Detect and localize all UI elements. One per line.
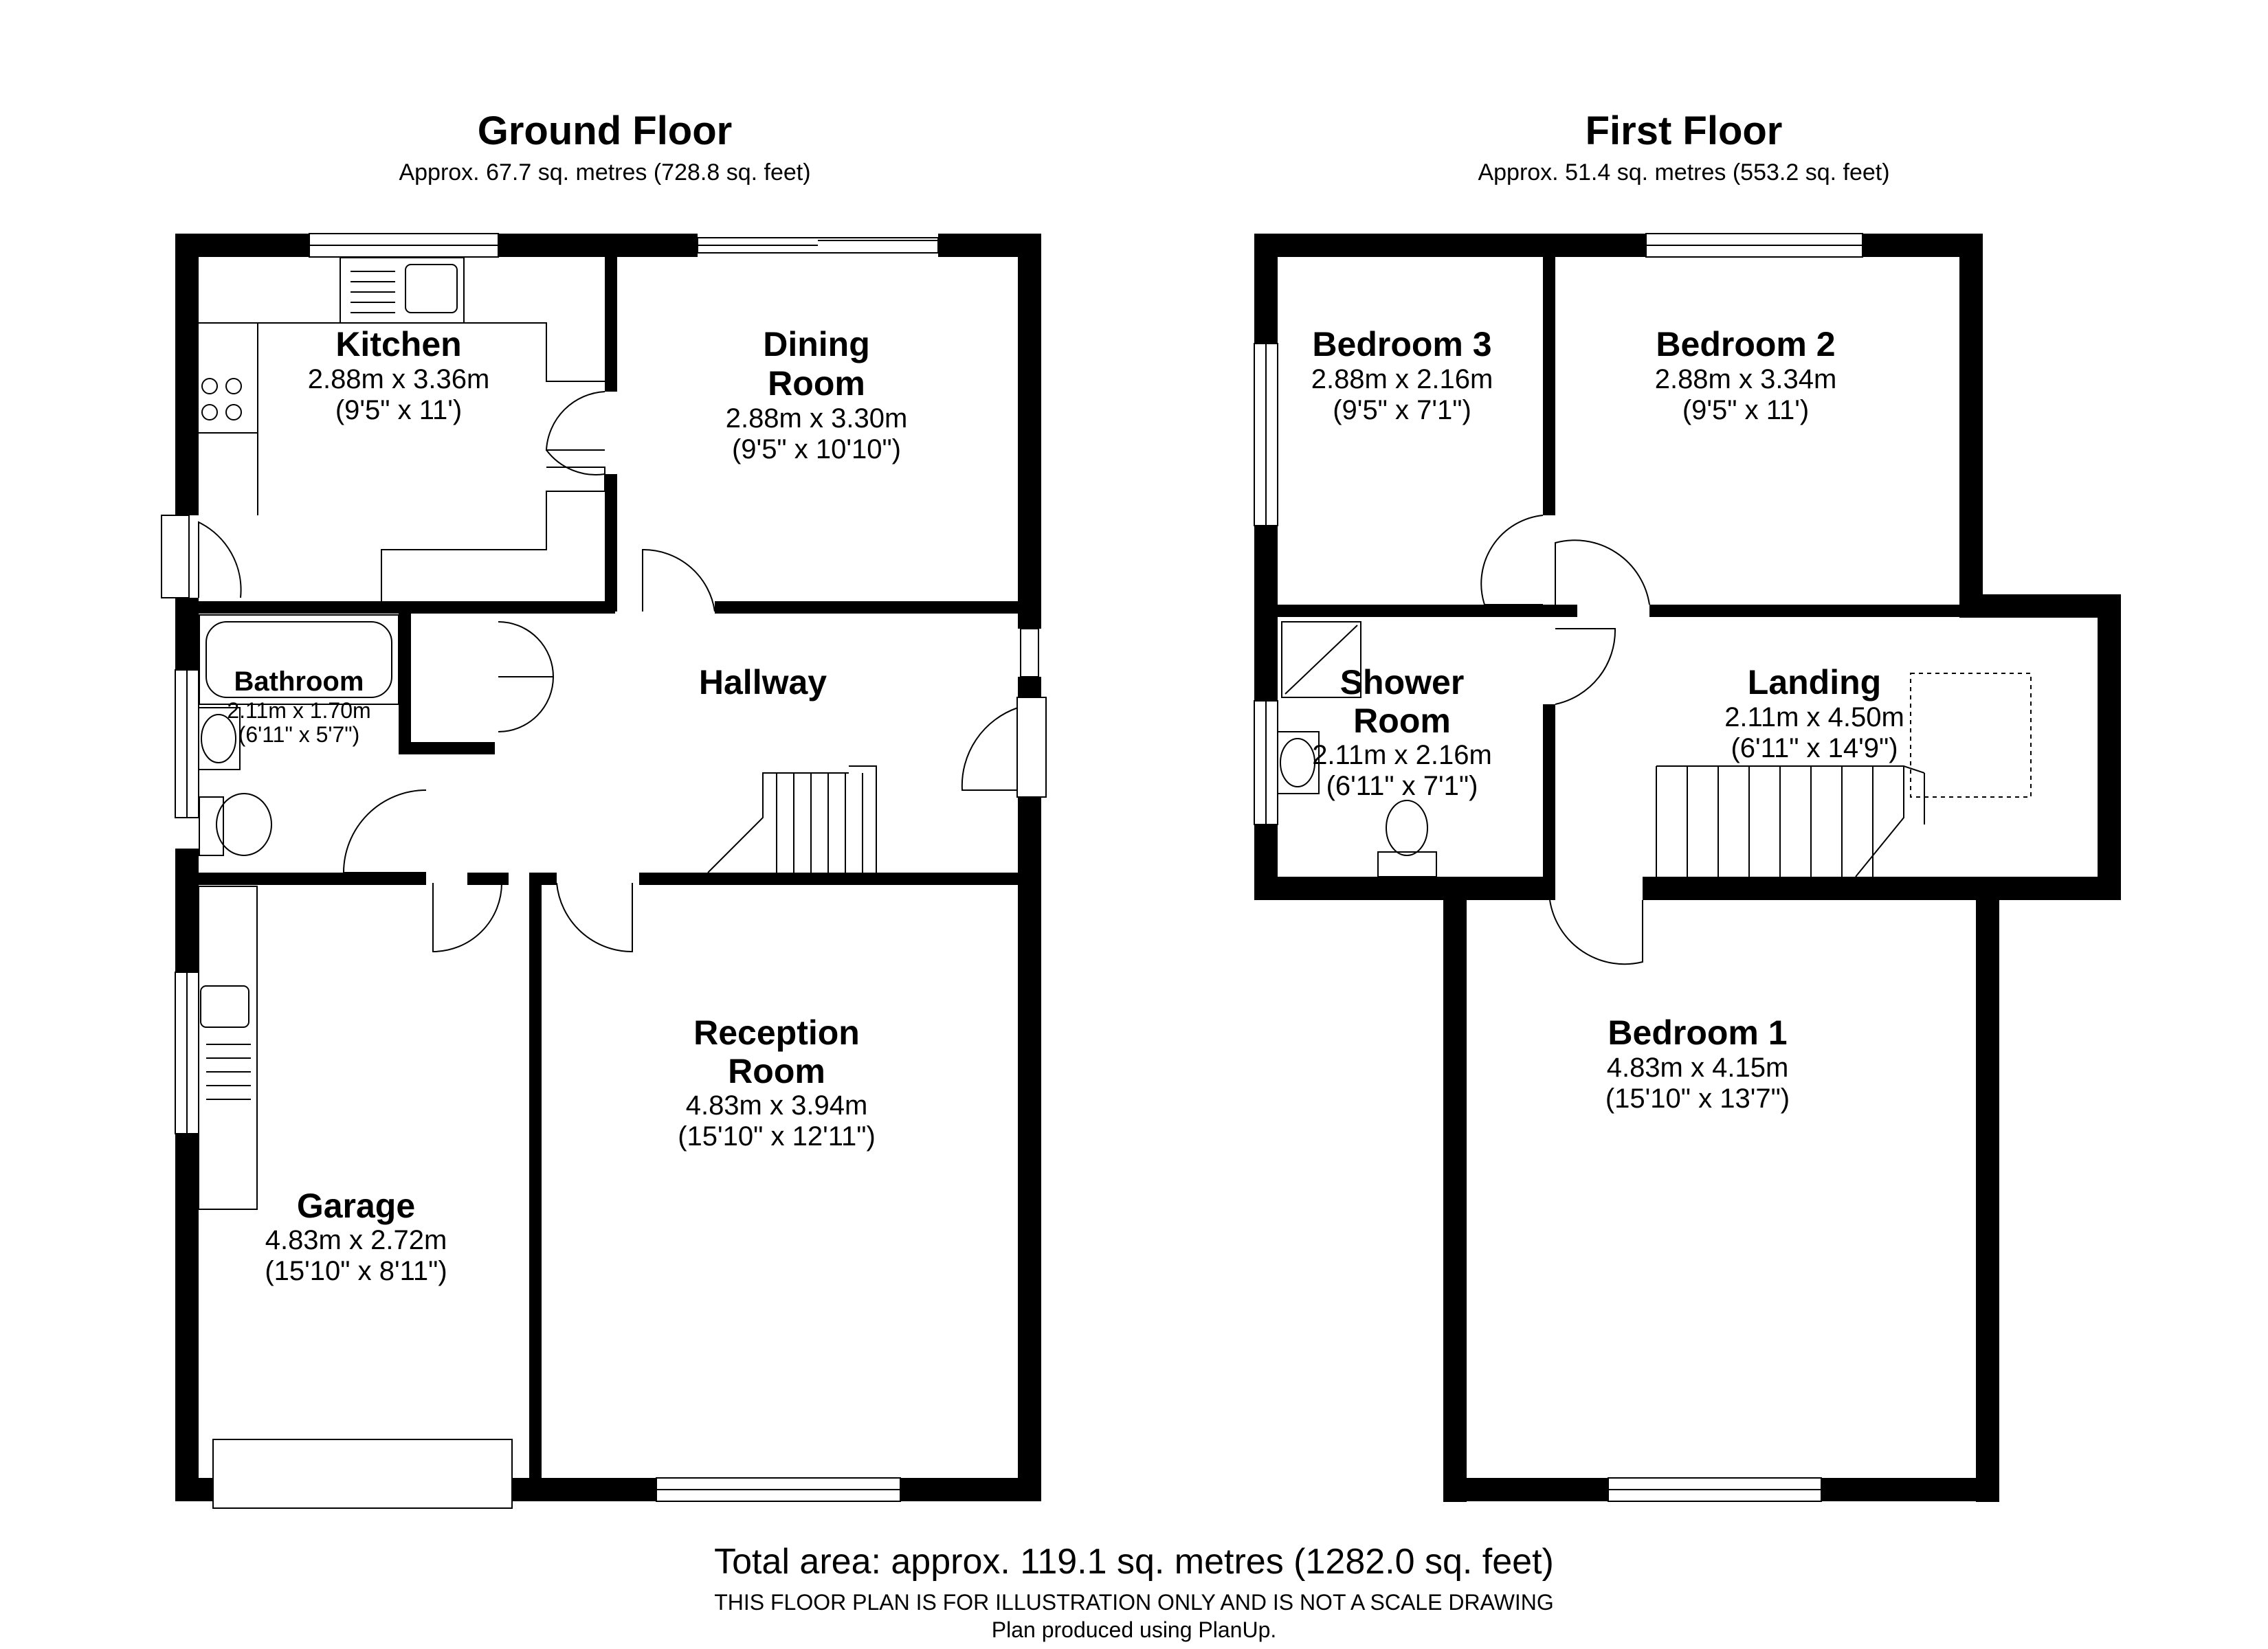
garage-metric: 4.83m x 2.72m: [265, 1225, 447, 1255]
ground-floor-walls: [175, 234, 1041, 1501]
ground-floor-area: Approx. 67.7 sq. metres (728.8 sq. feet): [399, 159, 810, 186]
bedroom2-imperial: (9'5" x 11'): [1682, 395, 1809, 425]
shower-name-1: Shower: [1340, 663, 1465, 702]
bathroom-metric: 2.11m x 1.70m: [227, 698, 370, 723]
kitchen-name: Kitchen: [335, 325, 461, 363]
reception-name-2: Room: [728, 1052, 825, 1090]
reception-imperial: (15'10" x 12'11"): [678, 1121, 876, 1152]
shower-imperial: (6'11" x 7'1"): [1326, 771, 1478, 801]
bathroom-imperial: (6'11" x 5'7"): [238, 722, 360, 747]
kitchen-metric: 2.88m x 3.36m: [308, 364, 490, 394]
bedroom3-imperial: (9'5" x 7'1"): [1333, 395, 1471, 425]
garage-imperial: (15'10" x 8'11"): [265, 1256, 447, 1286]
reception-name-1: Reception: [693, 1013, 860, 1052]
ground-floor-fixtures: [161, 233, 1047, 1509]
bathroom-name: Bathroom: [234, 666, 364, 697]
hallway-name: Hallway: [699, 663, 827, 702]
shower-name-2: Room: [1353, 702, 1451, 740]
landing-metric: 2.11m x 4.50m: [1724, 702, 1904, 732]
dining-name-1: Dining: [763, 325, 870, 363]
reception-metric: 4.83m x 3.94m: [686, 1090, 868, 1121]
ground-floor-title: Ground Floor: [478, 109, 733, 153]
garage-name: Garage: [297, 1187, 415, 1225]
bedroom1-imperial: (15'10" x 13'7"): [1605, 1084, 1790, 1114]
dining-name-2: Room: [768, 364, 865, 403]
landing-name: Landing: [1748, 663, 1881, 702]
bedroom2-metric: 2.88m x 3.34m: [1655, 364, 1837, 394]
first-floor-area: Approx. 51.4 sq. metres (553.2 sq. feet): [1478, 159, 1889, 186]
total-area: Total area: approx. 119.1 sq. metres (12…: [714, 1542, 1554, 1582]
landing-imperial: (6'11" x 14'9"): [1731, 733, 1898, 763]
kitchen-imperial: (9'5" x 11'): [335, 395, 462, 425]
first-floor-fixtures: [1254, 233, 2032, 1502]
dining-metric: 2.88m x 3.30m: [726, 403, 908, 434]
bedroom1-metric: 4.83m x 4.15m: [1607, 1053, 1789, 1083]
first-floor-title: First Floor: [1586, 109, 1783, 153]
first-floor-walls: [1254, 234, 2121, 1502]
bedroom3-name: Bedroom 3: [1312, 325, 1491, 363]
bedroom1-name: Bedroom 1: [1608, 1013, 1787, 1052]
bedroom2-name: Bedroom 2: [1656, 325, 1835, 363]
disclaimer: THIS FLOOR PLAN IS FOR ILLUSTRATION ONLY…: [714, 1590, 1554, 1615]
dining-imperial: (9'5" x 10'10"): [732, 434, 901, 464]
bedroom3-metric: 2.88m x 2.16m: [1311, 364, 1493, 394]
credit: Plan produced using PlanUp.: [992, 1617, 1277, 1642]
shower-metric: 2.11m x 2.16m: [1312, 740, 1492, 770]
